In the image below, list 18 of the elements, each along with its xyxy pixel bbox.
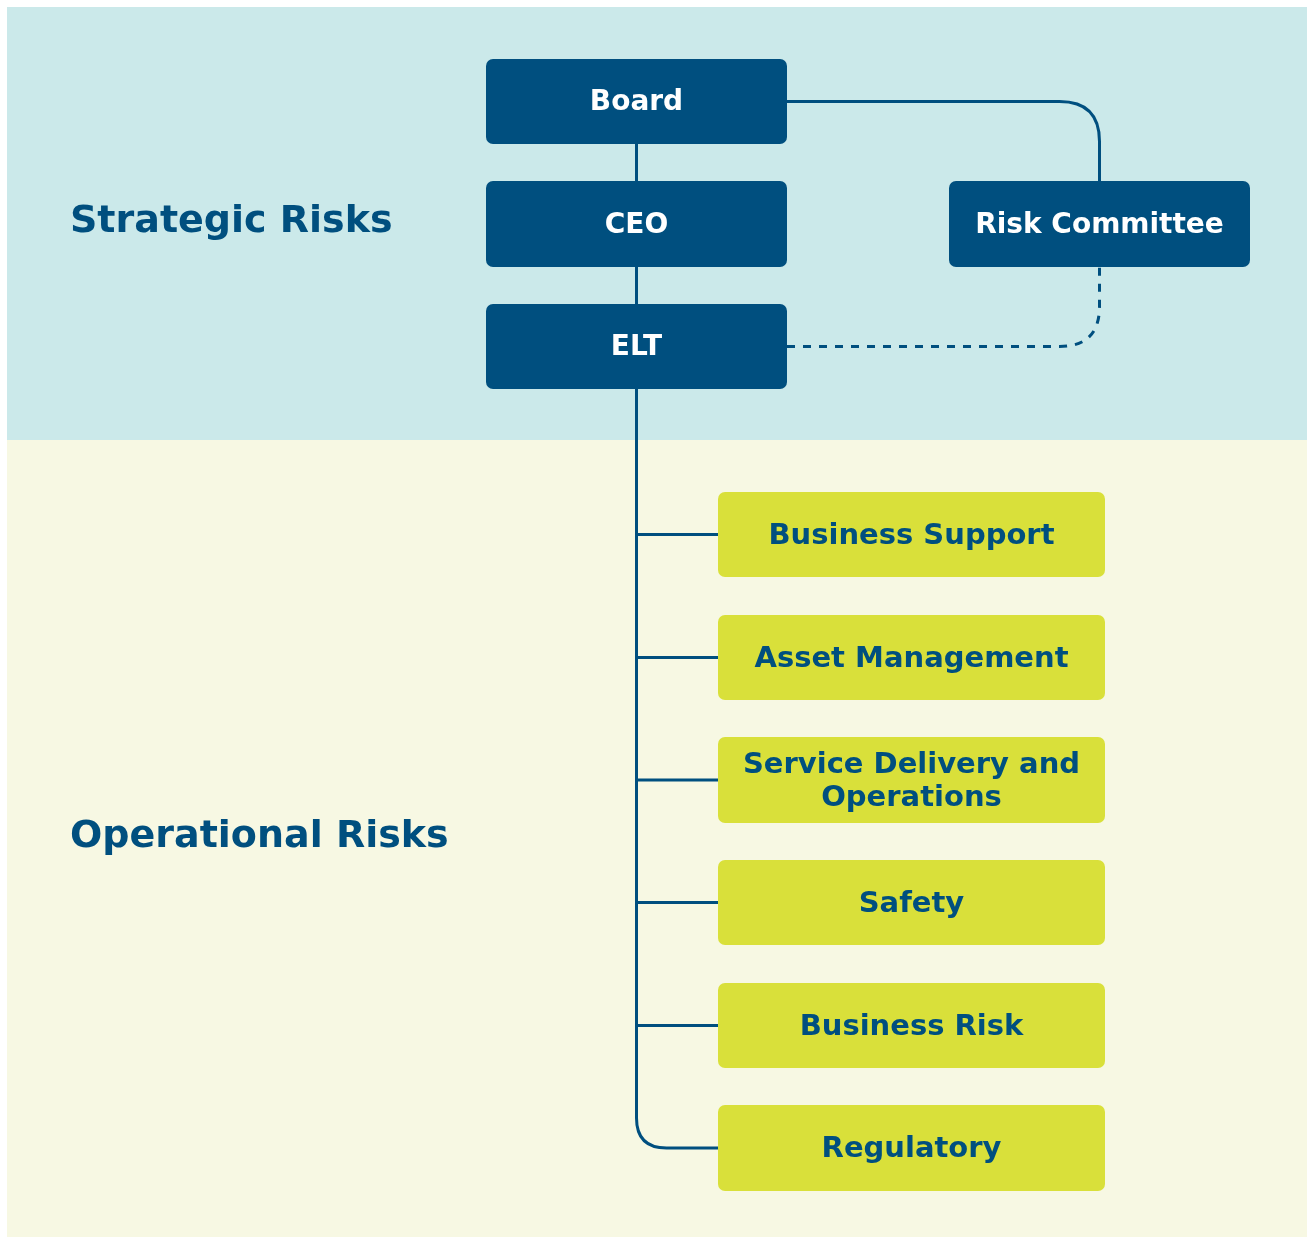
connector-line <box>635 144 638 181</box>
connector-line <box>787 267 1101 348</box>
risk-area-box: Safety <box>718 860 1105 945</box>
band <box>7 7 1307 440</box>
role-box: CEO <box>486 181 787 267</box>
role-box: ELT <box>486 304 787 389</box>
risk-area-box: Regulatory <box>718 1105 1105 1191</box>
risk-area-box: Asset Management <box>718 615 1105 700</box>
band <box>7 440 1307 1237</box>
band-title: Strategic Risks <box>70 197 393 241</box>
risk-area-box: Business Support <box>718 492 1105 577</box>
risk-area-box: Service Delivery and Operations <box>718 737 1105 823</box>
connector-line <box>635 267 638 304</box>
band-title: Operational Risks <box>70 812 449 856</box>
risk-area-box: Business Risk <box>718 983 1105 1068</box>
role-box: Risk Committee <box>949 181 1250 267</box>
role-box: Board <box>486 59 787 144</box>
connector-line <box>787 100 1101 181</box>
